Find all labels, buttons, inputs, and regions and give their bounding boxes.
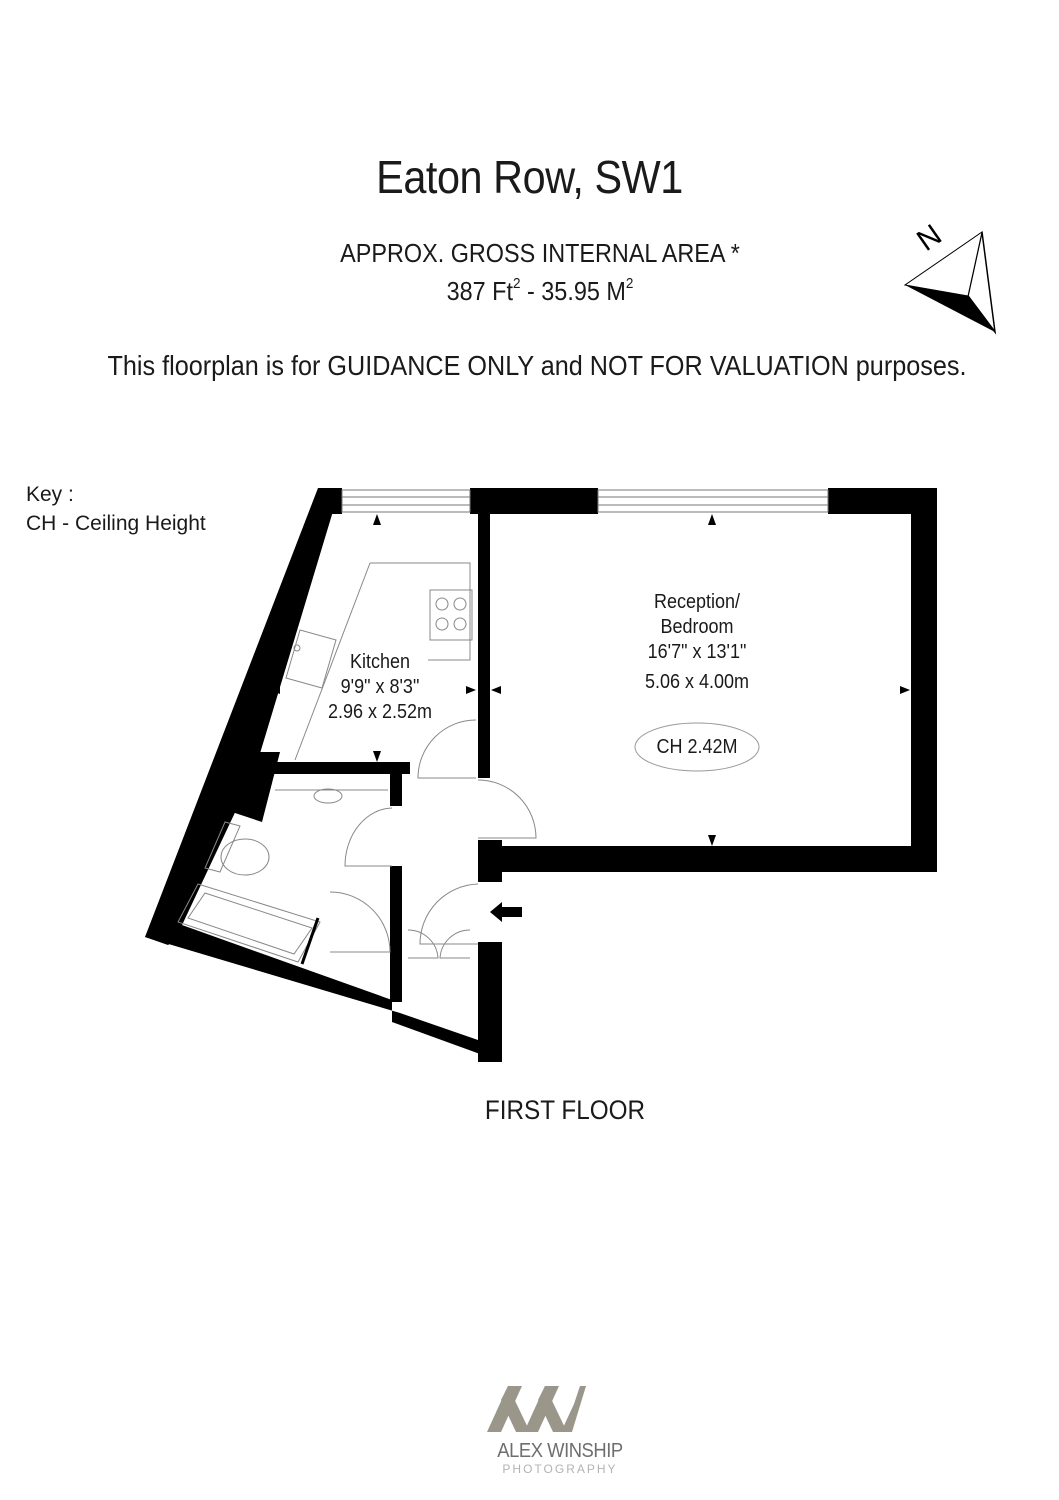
wall-left-slanted bbox=[145, 488, 340, 945]
wall-right bbox=[911, 488, 937, 872]
logo-subtitle: PHOTOGRAPHY bbox=[502, 1462, 618, 1476]
sink-icon bbox=[285, 629, 337, 689]
windows bbox=[341, 489, 829, 513]
area-sqm: 35.95 M bbox=[541, 276, 626, 306]
arrow-kitchen-top bbox=[373, 514, 381, 525]
wall-bottom-slanted bbox=[145, 920, 502, 1062]
ceiling-height-label: CH 2.42M bbox=[656, 736, 738, 758]
wall-corner bbox=[148, 926, 175, 942]
reception-size-metric: 5.06 x 4.00m bbox=[644, 671, 750, 693]
entrance-door-swing bbox=[419, 883, 479, 945]
dimension-arrows bbox=[270, 514, 910, 846]
wall-top-middle bbox=[470, 488, 598, 514]
kitchen-door-swing bbox=[417, 719, 477, 779]
reception-label: Reception/ Bedroom 16'7" x 13'1" 5.06 x … bbox=[616, 590, 778, 695]
entrance-arrow-icon bbox=[490, 902, 522, 922]
arrow-reception-bottom bbox=[708, 835, 716, 846]
kitchen-name: Kitchen bbox=[349, 651, 411, 673]
area-sqm-power: 2 bbox=[625, 275, 634, 293]
arrow-reception-right bbox=[900, 686, 910, 694]
window-kitchen bbox=[341, 489, 471, 513]
hob-icon bbox=[429, 589, 473, 641]
area-separator: - bbox=[520, 276, 542, 306]
kitchen-size-metric: 2.96 x 2.52m bbox=[327, 701, 433, 723]
wall-reception-bottom bbox=[478, 846, 937, 872]
logo-name: ALEX WINSHIP bbox=[497, 1440, 623, 1462]
disclaimer: This floorplan is for GUIDANCE ONLY and … bbox=[107, 350, 967, 381]
wall-pillar bbox=[232, 752, 280, 822]
bathroom-door-swing bbox=[344, 807, 393, 867]
reception-size-imperial: 16'7" x 13'1" bbox=[647, 641, 747, 663]
reception-name-line2: Bedroom bbox=[660, 616, 734, 638]
toilet-cistern-icon bbox=[204, 821, 241, 873]
arrow-kitchen-left bbox=[270, 686, 280, 694]
bath-icon bbox=[177, 883, 321, 963]
area-label: APPROX. GROSS INTERNAL AREA * bbox=[340, 238, 740, 268]
walls bbox=[145, 488, 937, 1062]
reception-name-line1: Reception/ bbox=[653, 591, 741, 613]
wall-kitchen-bath bbox=[262, 762, 410, 774]
reception-door-swing bbox=[477, 779, 537, 839]
wall-bath-hall-upper bbox=[390, 762, 402, 806]
cupboard-door-center bbox=[407, 929, 439, 959]
cupboard-door-left bbox=[329, 891, 391, 953]
wall-hall-right-upper bbox=[478, 840, 502, 882]
window-reception bbox=[597, 489, 829, 513]
page-title: Eaton Row, SW1 bbox=[376, 151, 683, 203]
wall-hall-right-lower bbox=[478, 942, 502, 1062]
doors bbox=[329, 719, 537, 959]
wall-partition-vertical bbox=[478, 488, 490, 778]
bathroom-fixtures bbox=[177, 788, 388, 965]
area-sqft: 387 Ft bbox=[446, 276, 513, 306]
kitchen-fixtures bbox=[285, 562, 473, 761]
key-title: Key : bbox=[26, 483, 74, 506]
arrow-reception-left bbox=[491, 686, 501, 694]
toilet-icon bbox=[220, 838, 270, 876]
cupboard-door-right bbox=[439, 929, 471, 959]
floor-label: FIRST FLOOR bbox=[484, 1095, 646, 1125]
wall-bath-hall-lower bbox=[390, 866, 402, 1002]
ceiling-height-ellipse bbox=[634, 722, 760, 772]
kitchen-worktop bbox=[370, 562, 471, 661]
basin-icon bbox=[313, 788, 343, 804]
key-entry: CH - Ceiling Height bbox=[26, 512, 206, 535]
arrow-reception-top bbox=[708, 514, 716, 525]
arrow-kitchen-bottom bbox=[373, 751, 381, 762]
arrow-kitchen-right bbox=[466, 686, 476, 694]
area-value: 387 Ft2 - 35.95 M2 bbox=[54, 275, 1026, 307]
kitchen-label: Kitchen 9'9" x 8'3" 2.96 x 2.52m bbox=[308, 650, 452, 725]
wall-top-kitchen-left bbox=[318, 488, 342, 514]
kitchen-size-imperial: 9'9" x 8'3" bbox=[340, 676, 420, 698]
area-sqft-power: 2 bbox=[512, 275, 521, 293]
